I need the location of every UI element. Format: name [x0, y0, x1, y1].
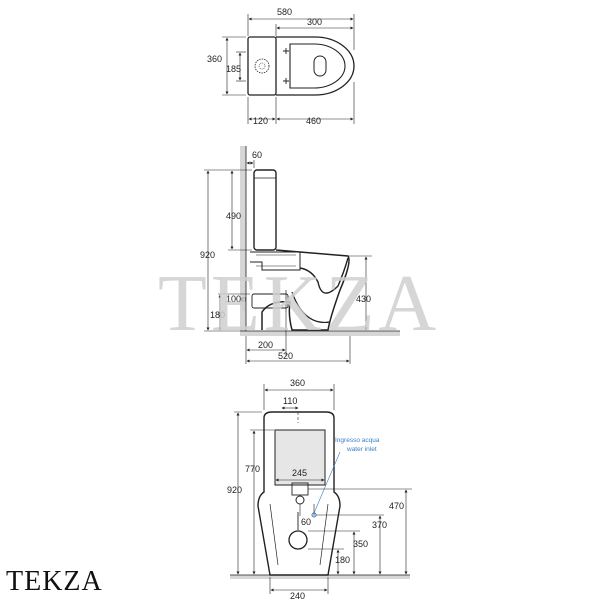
dim-top-tank-height: 185 [226, 64, 241, 74]
top-view-bowl [276, 36, 355, 96]
inlet-note-it: Ingresso acqua [335, 437, 380, 444]
dim-front-350: 350 [353, 539, 368, 549]
floor [240, 331, 400, 336]
inlet-note-en: water inlet [346, 446, 377, 453]
front-floor [230, 575, 410, 579]
front-cistern [274, 429, 326, 486]
dim-side-tank-height: 490 [226, 211, 241, 221]
top-view-drain [313, 55, 327, 77]
fixing-cross-icon [283, 78, 289, 84]
brand-label: TEKZA [6, 566, 103, 597]
front-view-dimensions [234, 384, 412, 594]
dim-top-overall-width: 580 [277, 7, 292, 17]
dim-top-bowl-width: 300 [307, 17, 322, 27]
dim-side-outlet-offset: 200 [258, 340, 273, 350]
side-view-dimensions [204, 160, 372, 364]
outlet-pipe [251, 293, 289, 309]
top-view-tank [247, 36, 277, 96]
dim-side-total-height: 920 [200, 250, 215, 260]
front-view [230, 411, 410, 579]
front-outlet-icon [288, 530, 308, 550]
dim-front-total-height: 920 [227, 485, 242, 495]
inlet-fitting-icon [295, 495, 305, 505]
watermark: TEKZA [158, 260, 440, 348]
dim-front-inlet-offset: 110 [283, 396, 297, 406]
dim-top-depth: 360 [207, 54, 222, 64]
flush-button-icon [254, 58, 270, 74]
top-view-dimensions [222, 14, 355, 124]
dim-front-180: 180 [335, 555, 350, 565]
side-bowl [261, 249, 350, 331]
dim-front-cistern-width: 245 [292, 468, 307, 478]
trap [299, 257, 349, 294]
dim-side-total-length: 520 [278, 351, 293, 361]
dim-front-370: 370 [372, 520, 387, 530]
dim-front-base-width: 240 [290, 591, 305, 600]
side-view [240, 146, 400, 336]
top-view-seat [289, 43, 346, 89]
dim-front-tank-top-height: 770 [245, 464, 260, 474]
side-tank [253, 169, 277, 251]
dim-side-wall-gap: 60 [252, 150, 262, 160]
wall [240, 146, 246, 336]
dim-side-rim-height: 430 [356, 294, 371, 304]
dim-top-bowl-depth: 460 [306, 116, 321, 126]
dim-top-tank-depth: 120 [253, 116, 268, 126]
dim-front-470: 470 [389, 501, 404, 511]
dim-side-outlet-height: 180 [210, 310, 225, 320]
top-view [247, 36, 355, 96]
dim-front-inlet-size: 60 [301, 517, 311, 527]
dim-side-outlet-diameter: 100ø [226, 294, 247, 304]
front-body [257, 411, 341, 576]
fixing-cross-icon [283, 48, 289, 54]
dim-front-tank-width: 360 [290, 378, 305, 388]
